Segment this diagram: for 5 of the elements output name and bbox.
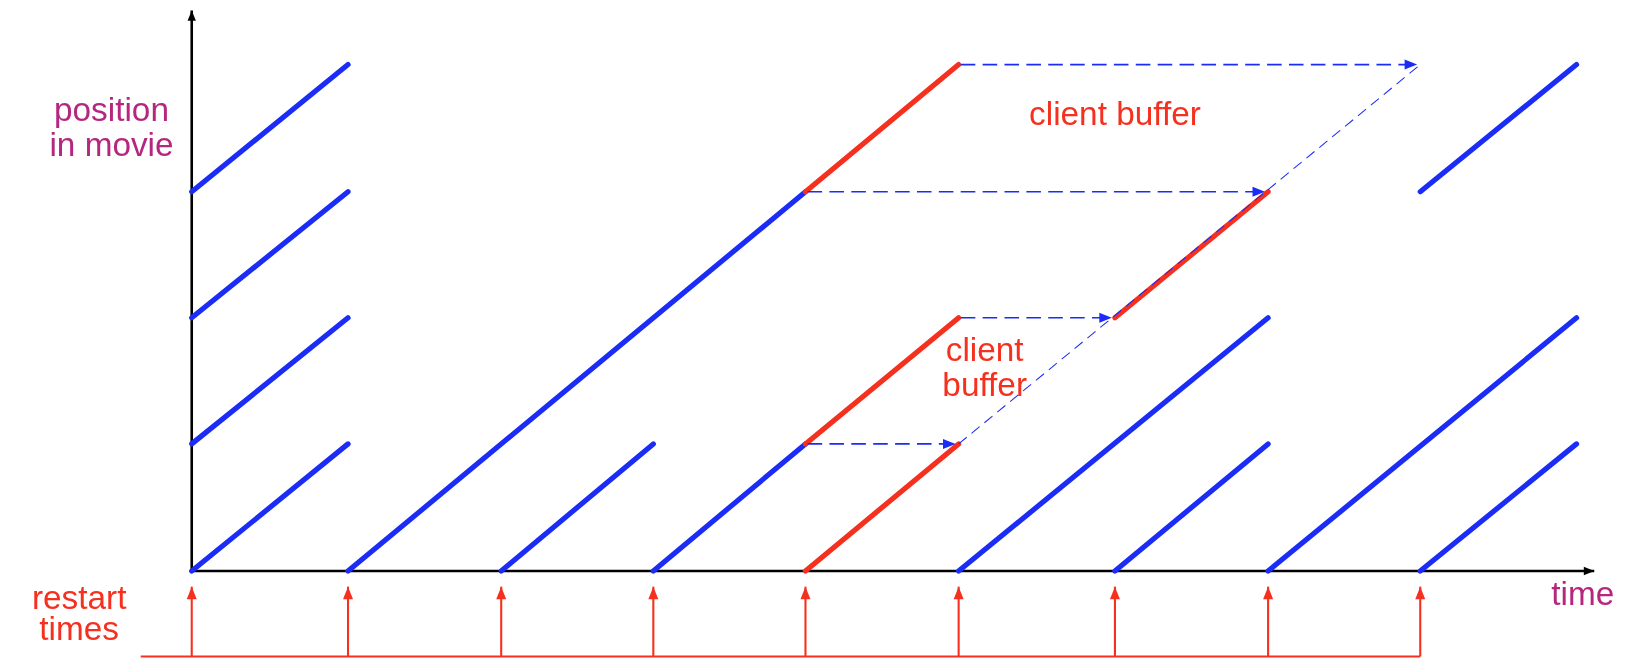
annotation-text: restart times [30, 581, 128, 644]
axis-title: time [1550, 576, 1616, 612]
annotation-text: client buffer [941, 331, 1028, 403]
axis-title: position in movie [48, 91, 175, 163]
annotation-text: client buffer [1028, 95, 1202, 132]
